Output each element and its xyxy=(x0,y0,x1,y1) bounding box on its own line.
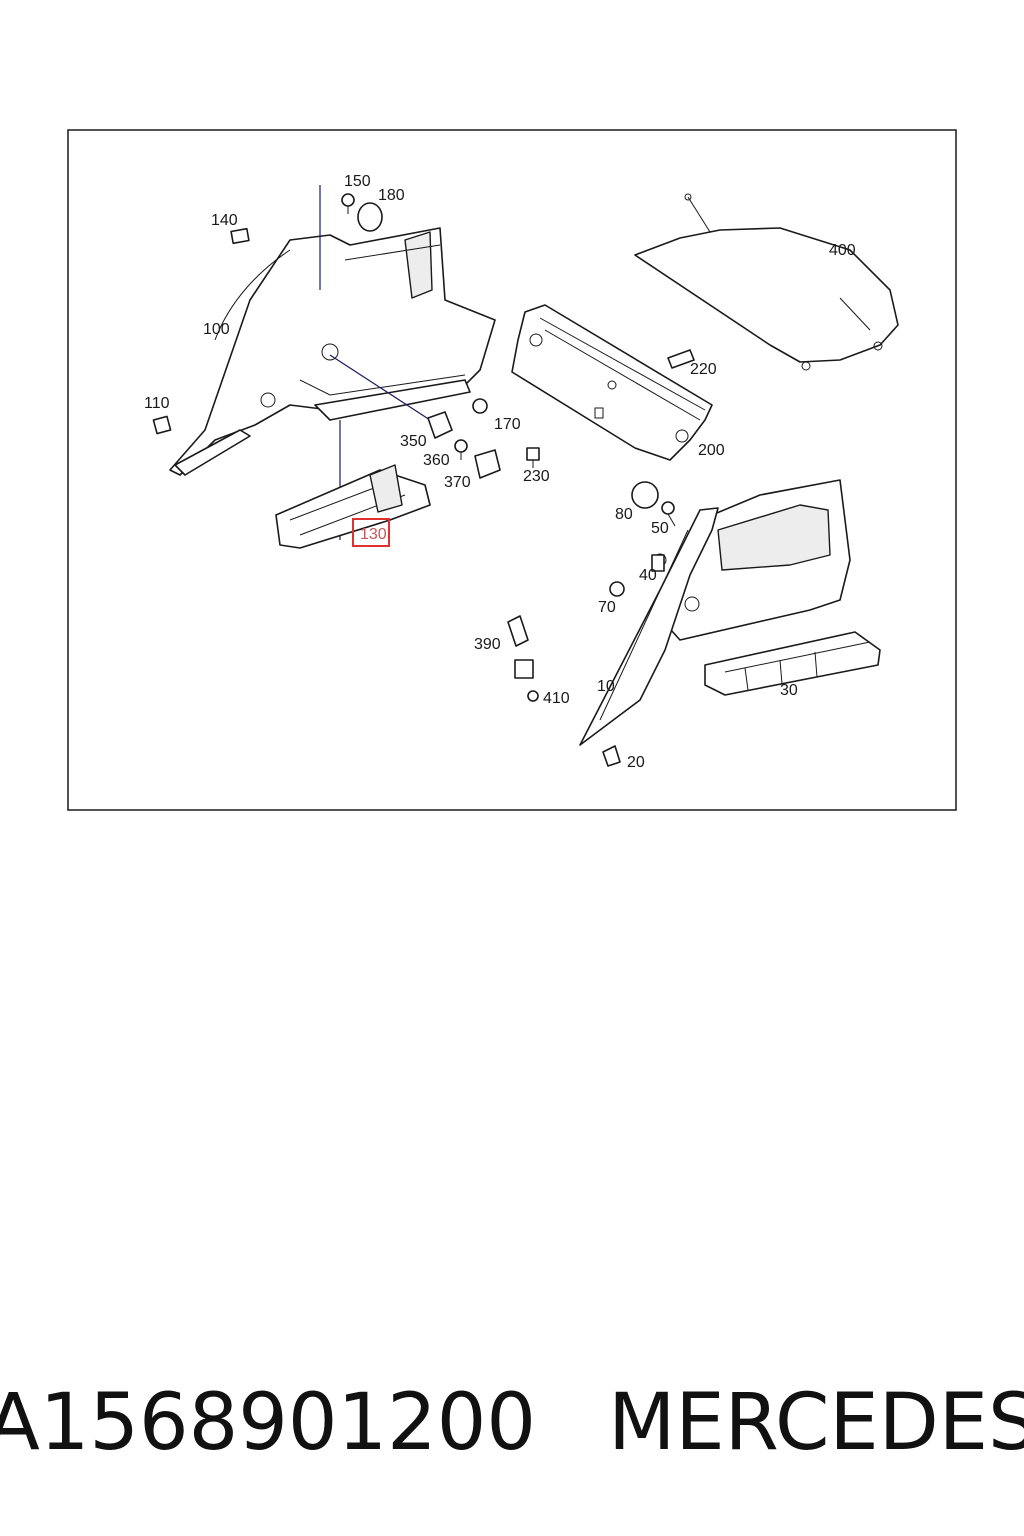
cap-80 xyxy=(631,481,659,509)
callout-370: 370 xyxy=(444,474,471,491)
footer-caption: A1568901200 MERCEDES xyxy=(0,1368,1024,1478)
clip-170 xyxy=(472,398,488,414)
callout-50: 50 xyxy=(651,520,669,537)
rear-sill-panel-200 xyxy=(511,304,713,461)
brand-name: MERCEDES xyxy=(608,1378,1024,1468)
clip-20 xyxy=(602,745,621,767)
cargo-cover-400 xyxy=(634,193,899,371)
clip-40 xyxy=(651,554,665,572)
callout-410: 410 xyxy=(543,690,570,707)
pillar-strip-110 xyxy=(152,415,251,476)
clip-220 xyxy=(667,349,695,369)
bolt-230 xyxy=(526,447,540,468)
diagram-frame xyxy=(67,129,957,811)
callout-100: 100 xyxy=(203,321,230,338)
part-number: A1568901200 xyxy=(0,1378,537,1468)
callout-400: 400 xyxy=(829,242,856,259)
screw-50 xyxy=(661,501,676,527)
callout-30: 30 xyxy=(780,682,798,699)
callout-220: 220 xyxy=(690,361,717,378)
callout-70: 70 xyxy=(598,599,616,616)
callout-130: 130 xyxy=(360,526,387,543)
leader-350 xyxy=(329,354,431,421)
bracket-410-upper xyxy=(514,659,534,679)
screw-410 xyxy=(527,690,539,702)
callout-350: 350 xyxy=(400,433,427,450)
right-sill-trim-30 xyxy=(704,631,881,696)
callout-40: 40 xyxy=(639,567,657,584)
callout-360: 360 xyxy=(423,452,450,469)
callout-200: 200 xyxy=(698,442,725,459)
callout-170: 170 xyxy=(494,416,521,433)
callout-130-highlight xyxy=(352,518,390,547)
callout-20: 20 xyxy=(627,754,645,771)
callout-10: 10 xyxy=(597,678,615,695)
cap-180 xyxy=(357,202,383,232)
callout-140: 140 xyxy=(211,212,238,229)
pillar-trim-10 xyxy=(579,507,719,746)
bracket-370 xyxy=(474,449,501,479)
callout-110: 110 xyxy=(144,395,170,412)
clip-70 xyxy=(609,581,625,597)
sill-trim-130 xyxy=(275,464,431,549)
callout-230: 230 xyxy=(523,468,550,485)
clip-140 xyxy=(230,227,250,245)
screw-150 xyxy=(341,193,355,214)
callout-150: 150 xyxy=(344,173,371,190)
left-side-panel-100 xyxy=(169,227,496,476)
callout-180: 180 xyxy=(378,187,405,204)
callout-390: 390 xyxy=(474,636,501,653)
cover-390 xyxy=(507,615,529,647)
callout-80: 80 xyxy=(615,506,633,523)
clip-350 xyxy=(427,411,453,439)
screw-360 xyxy=(454,439,468,460)
